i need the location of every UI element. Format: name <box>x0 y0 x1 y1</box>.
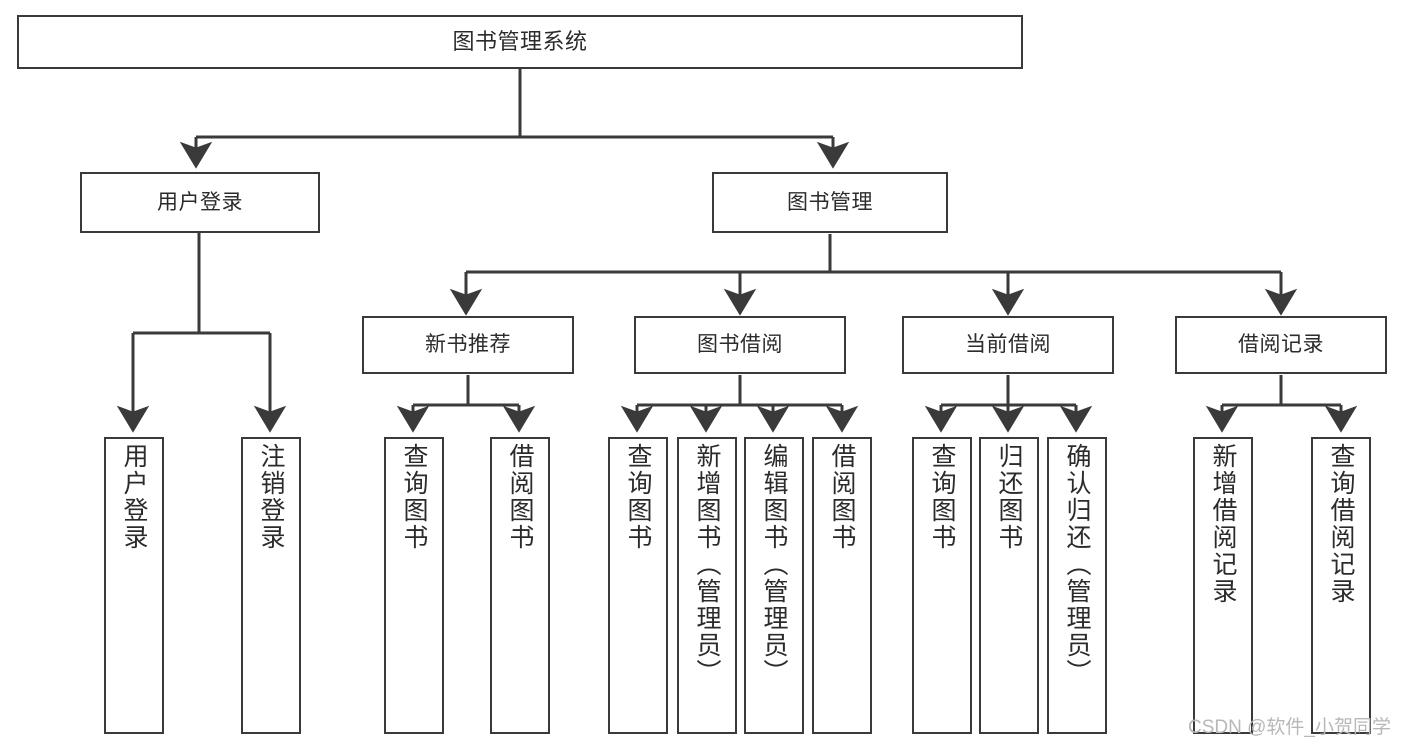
node-book-management[interactable]: 图书管理 <box>712 172 948 233</box>
node-label: 用户登录 <box>120 443 148 551</box>
node-label: 用户登录 <box>157 190 243 214</box>
node-label: 确认归还（管理员） <box>1063 443 1091 686</box>
node-label: 当前借阅 <box>965 333 1051 357</box>
node-label: 查询图书 <box>928 443 956 551</box>
node-current-borrow[interactable]: 当前借阅 <box>902 316 1114 374</box>
leaf-add-book-admin[interactable]: 新增图书（管理员） <box>677 437 737 734</box>
leaf-query-book-borrow[interactable]: 查询图书 <box>608 437 668 734</box>
node-root-system[interactable]: 图书管理系统 <box>17 15 1023 69</box>
node-label: 查询图书 <box>400 443 428 551</box>
node-label: 图书管理 <box>787 190 873 214</box>
leaf-add-borrow-record[interactable]: 新增借阅记录 <box>1193 437 1253 734</box>
leaf-logout[interactable]: 注销登录 <box>241 437 301 734</box>
node-label: 查询借阅记录 <box>1327 443 1355 605</box>
node-label: 新书推荐 <box>425 333 511 357</box>
node-new-book-recommend[interactable]: 新书推荐 <box>362 316 574 374</box>
node-book-borrow[interactable]: 图书借阅 <box>634 316 846 374</box>
node-borrow-record[interactable]: 借阅记录 <box>1175 316 1387 374</box>
leaf-user-login[interactable]: 用户登录 <box>104 437 164 734</box>
node-label: 编辑图书（管理员） <box>760 443 788 686</box>
node-label: 注销登录 <box>257 443 285 551</box>
node-label: 借阅图书 <box>506 443 534 551</box>
node-label: 新增图书（管理员） <box>693 443 721 686</box>
leaf-query-borrow-record[interactable]: 查询借阅记录 <box>1311 437 1371 734</box>
node-label: 图书借阅 <box>697 333 783 357</box>
node-label: 查询图书 <box>624 443 652 551</box>
node-label: 借阅记录 <box>1238 333 1324 357</box>
leaf-borrow-book[interactable]: 借阅图书 <box>812 437 872 734</box>
leaf-return-book[interactable]: 归还图书 <box>979 437 1039 734</box>
node-label: 归还图书 <box>995 443 1023 551</box>
node-user-login[interactable]: 用户登录 <box>80 172 320 233</box>
leaf-query-book-new[interactable]: 查询图书 <box>384 437 444 734</box>
leaf-borrow-book-new[interactable]: 借阅图书 <box>490 437 550 734</box>
node-label: 借阅图书 <box>828 443 856 551</box>
leaf-query-book-current[interactable]: 查询图书 <box>912 437 972 734</box>
node-label: 图书管理系统 <box>452 28 588 54</box>
node-label: 新增借阅记录 <box>1209 443 1237 605</box>
leaf-edit-book-admin[interactable]: 编辑图书（管理员） <box>744 437 804 734</box>
leaf-confirm-return-admin[interactable]: 确认归还（管理员） <box>1047 437 1107 734</box>
